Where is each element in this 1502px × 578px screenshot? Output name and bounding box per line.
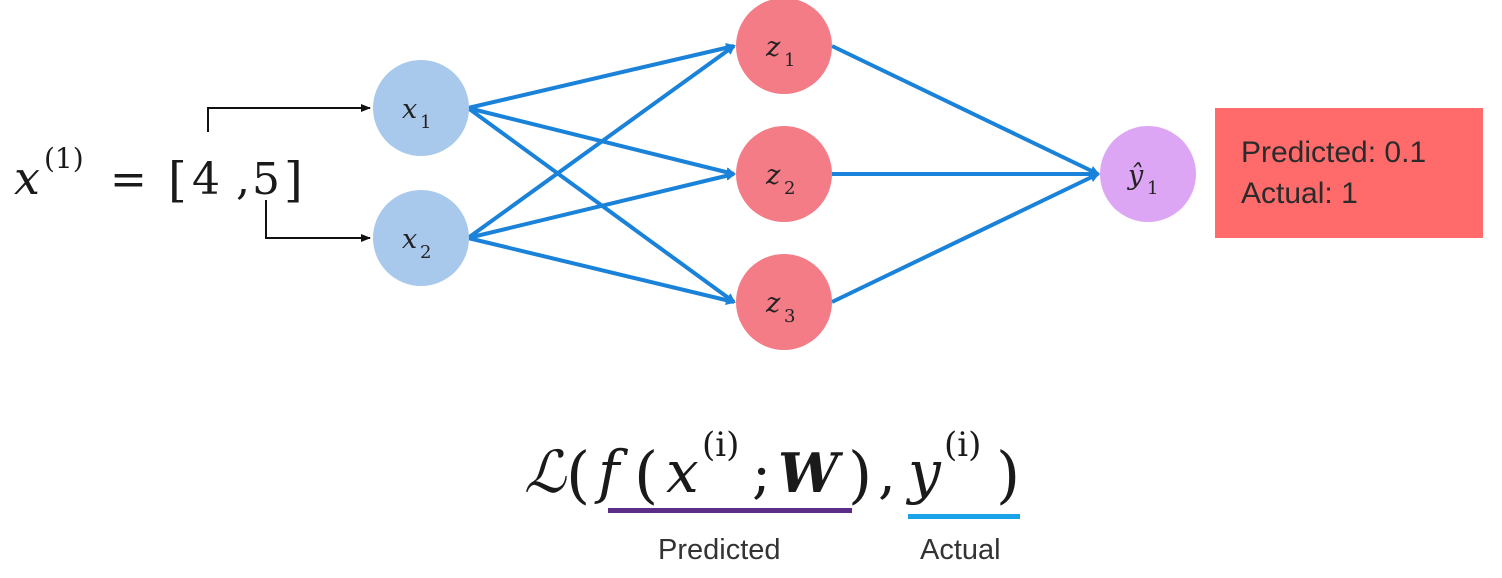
loss-inner-open-paren: ( [634,438,658,511]
loss-symbol: ℒ [524,438,567,506]
svg-text:1: 1 [1147,178,1158,199]
svg-text:x: x [402,224,417,255]
svg-text:2: 2 [420,242,431,263]
input-node-x1: x 1 [373,60,469,156]
prediction-result-box: Predicted: 0.1 Actual: 1 [1215,108,1483,238]
input-vector-expression: x (1) = [ 4 , 5 ] [14,142,303,208]
loss-expression: ℒ ( f ( x (i) ; W ) , y (i) ) [524,425,1020,511]
svg-text:z: z [765,160,781,191]
predicted-value: 0.1 [1384,136,1427,169]
predicted-underline [608,508,852,513]
close-bracket: ] [284,152,303,208]
loss-x-superscript: (i) [702,425,739,465]
predicted-caption: Predicted [658,534,781,566]
value-1-to-x1-arrow [207,104,371,132]
predicted-row: Predicted: 0.1 [1241,132,1483,173]
loss-y: y [905,438,942,506]
svg-text:1: 1 [420,112,431,133]
svg-text:1: 1 [784,50,795,71]
svg-text:x: x [402,94,417,125]
edge-x2-z1 [466,44,736,240]
loss-inner-close-paren: ) [848,438,872,511]
loss-open-paren: ( [566,438,590,511]
svg-text:z: z [765,32,781,63]
actual-label: Actual: [1241,177,1333,210]
input-value-1: 4 [192,154,220,205]
edge-z1-y1 [831,44,1100,176]
edge-z3-y1 [831,172,1100,304]
input-value-2: 5 [252,154,280,205]
open-bracket: [ [168,152,187,208]
actual-caption: Actual [920,534,1001,566]
loss-semicolon: ; [752,441,771,506]
loss-comma: , [878,441,896,506]
loss-y-superscript: (i) [944,425,981,465]
input-node-x2: x 2 [373,190,469,286]
svg-text:z: z [765,288,781,319]
svg-text:3: 3 [784,306,795,327]
actual-row: Actual: 1 [1241,173,1483,214]
hidden-output-edges [831,44,1100,304]
hidden-node-z2: z 2 [736,126,832,222]
input-separator: , [236,154,250,205]
value-2-to-x2-arrow [265,200,371,242]
actual-underline [908,514,1020,519]
input-vector-superscript: (1) [44,142,84,175]
hidden-node-z1: z 1 [736,0,832,94]
svg-text:ŷ: ŷ [1127,160,1144,191]
edge-x2-z2 [467,171,736,240]
loss-x: x [666,438,699,506]
loss-weights: W [778,441,844,505]
input-vector-symbol: x [14,151,40,205]
input-hidden-edges [466,42,736,305]
predicted-label: Predicted: [1241,136,1377,169]
edge-x2-z3 [467,236,736,305]
actual-value: 1 [1341,177,1358,210]
loss-function-f: f [594,438,629,506]
hidden-node-z3: z 3 [736,254,832,350]
svg-text:2: 2 [784,178,795,199]
output-node-y1: ŷ 1 [1100,126,1196,222]
equals-sign: = [110,154,147,205]
edge-x1-z1 [467,42,736,110]
loss-close-paren: ) [996,438,1020,511]
